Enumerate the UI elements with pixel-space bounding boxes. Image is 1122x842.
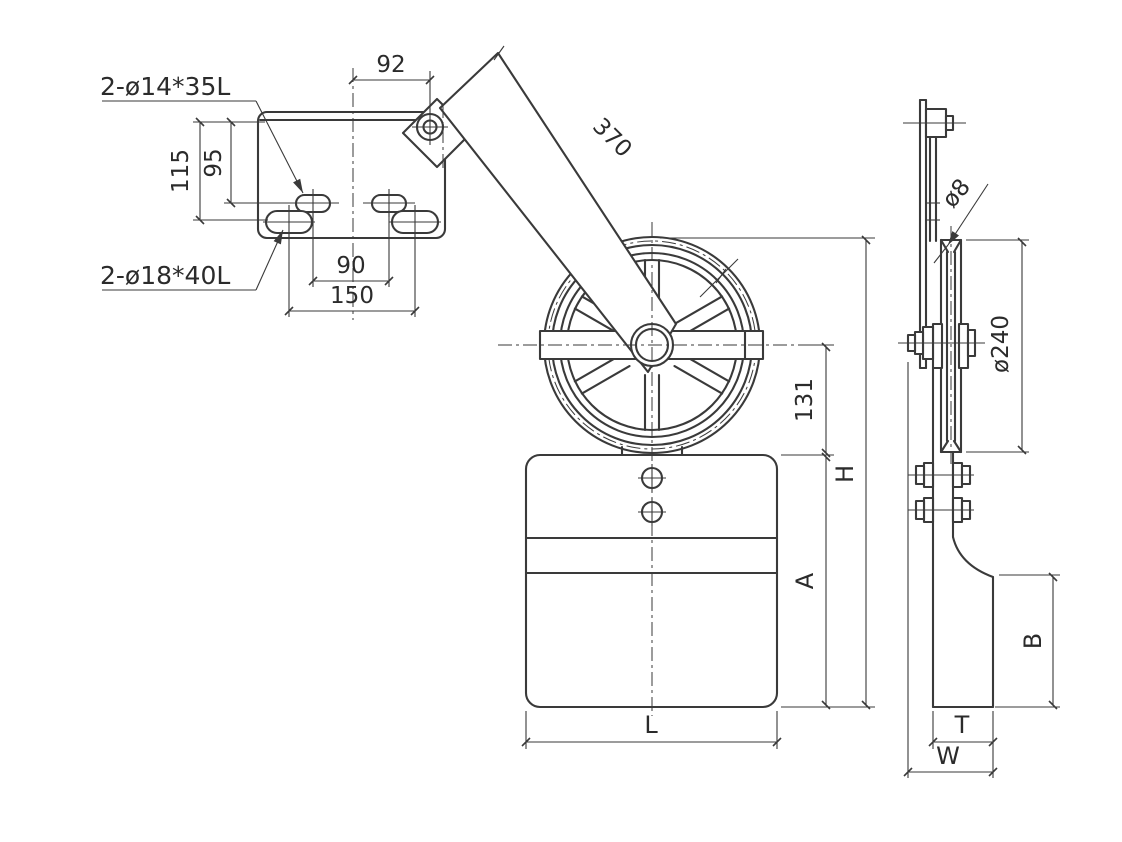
side-hub — [898, 322, 985, 370]
dim-131-text: 131 — [792, 378, 818, 422]
dim-90-text: 90 — [336, 253, 365, 279]
side-bracket — [908, 366, 995, 709]
dim-92-text: 92 — [376, 52, 405, 78]
dim-B-text: B — [1019, 633, 1047, 649]
dim-L: L — [521, 711, 782, 749]
dim-92: 92 — [348, 52, 435, 110]
swivel-arm — [401, 51, 678, 374]
label-slot-18: 2-ø18*40L — [100, 229, 284, 291]
dim-115-text: 115 — [168, 149, 194, 193]
dim-B: B — [995, 572, 1060, 710]
dim-150-text: 150 — [330, 283, 374, 309]
front-view: 92 115 95 90 150 370 — [100, 45, 875, 749]
dim-240: ø240 — [966, 237, 1029, 455]
dim-groove-text: ø8 — [937, 174, 975, 213]
dim-T-text: T — [954, 711, 970, 739]
dim-H-text: H — [831, 465, 859, 483]
label-slot-14-text: 2-ø14*35L — [100, 72, 230, 101]
side-view: ø8 ø240 B T W — [898, 98, 1060, 778]
dim-90-150: 90 150 — [284, 212, 420, 317]
dim-A: A — [791, 452, 831, 710]
mounting-plate — [256, 110, 447, 240]
dim-95-text: 95 — [201, 148, 227, 177]
dim-W: W — [903, 362, 998, 778]
label-slot-14: 2-ø14*35L — [100, 72, 304, 194]
dim-131: 131 — [781, 342, 834, 458]
dim-240-text: ø240 — [988, 315, 1014, 373]
dim-W-text: W — [936, 742, 960, 770]
dim-115-95: 115 95 — [168, 117, 292, 225]
side-plate — [903, 98, 966, 370]
dim-A-text: A — [791, 572, 819, 589]
dim-T: T — [928, 711, 998, 778]
label-slot-18-text: 2-ø18*40L — [100, 261, 230, 290]
dim-370-text: 370 — [587, 113, 636, 162]
dim-L-text: L — [644, 711, 658, 739]
side-bracket-bolts — [908, 461, 974, 524]
dim-H: H — [660, 235, 875, 710]
